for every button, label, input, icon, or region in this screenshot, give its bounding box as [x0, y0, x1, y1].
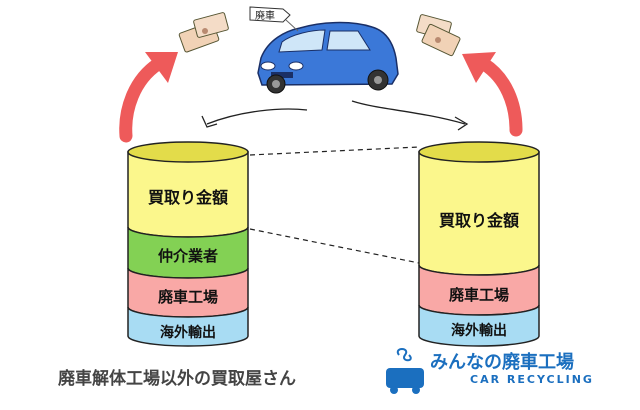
- price-tag-icon: 廃車: [249, 6, 299, 32]
- left-label-factory: 廃車工場: [157, 288, 218, 306]
- right-cylinder-top: [418, 141, 540, 163]
- price-tag-text: 廃車: [255, 9, 275, 22]
- left-cylinder-top: [127, 141, 249, 163]
- red-arrow-right-icon: [462, 52, 523, 137]
- left-label-export: 海外輸出: [160, 325, 216, 341]
- right-label-buy: 買取り金額: [438, 211, 519, 230]
- left-label-buy: 買取り金額: [147, 188, 228, 207]
- right-seg-export: [418, 304, 540, 347]
- left-seg-export: [127, 306, 249, 347]
- banknotes-left-icon: [178, 12, 229, 53]
- thin-arrow-left-icon: [201, 108, 308, 128]
- dashed-connector-top: [249, 146, 420, 156]
- left-cylinder: [127, 141, 249, 347]
- left-label-broker: 仲介業者: [157, 247, 218, 265]
- red-arrow-left-icon: [119, 52, 178, 143]
- car-icon: [257, 21, 399, 94]
- right-label-factory: 廃車工場: [448, 286, 509, 304]
- right-cylinder: [418, 141, 540, 347]
- right-label-export: 海外輸出: [451, 323, 507, 339]
- brand-logo: みんなの廃車工場 CAR RECYCLING: [380, 348, 610, 398]
- thin-arrow-right-icon: [351, 100, 469, 131]
- logo-name: みんなの廃車工場: [430, 352, 574, 373]
- logo-tagline: CAR RECYCLING: [470, 373, 594, 386]
- caption-text: 廃車解体工場以外の買取屋さん: [58, 369, 296, 389]
- dashed-connector-bottom: [249, 228, 420, 264]
- logo-mark-icon: [386, 348, 424, 394]
- banknotes-right-icon: [416, 14, 461, 57]
